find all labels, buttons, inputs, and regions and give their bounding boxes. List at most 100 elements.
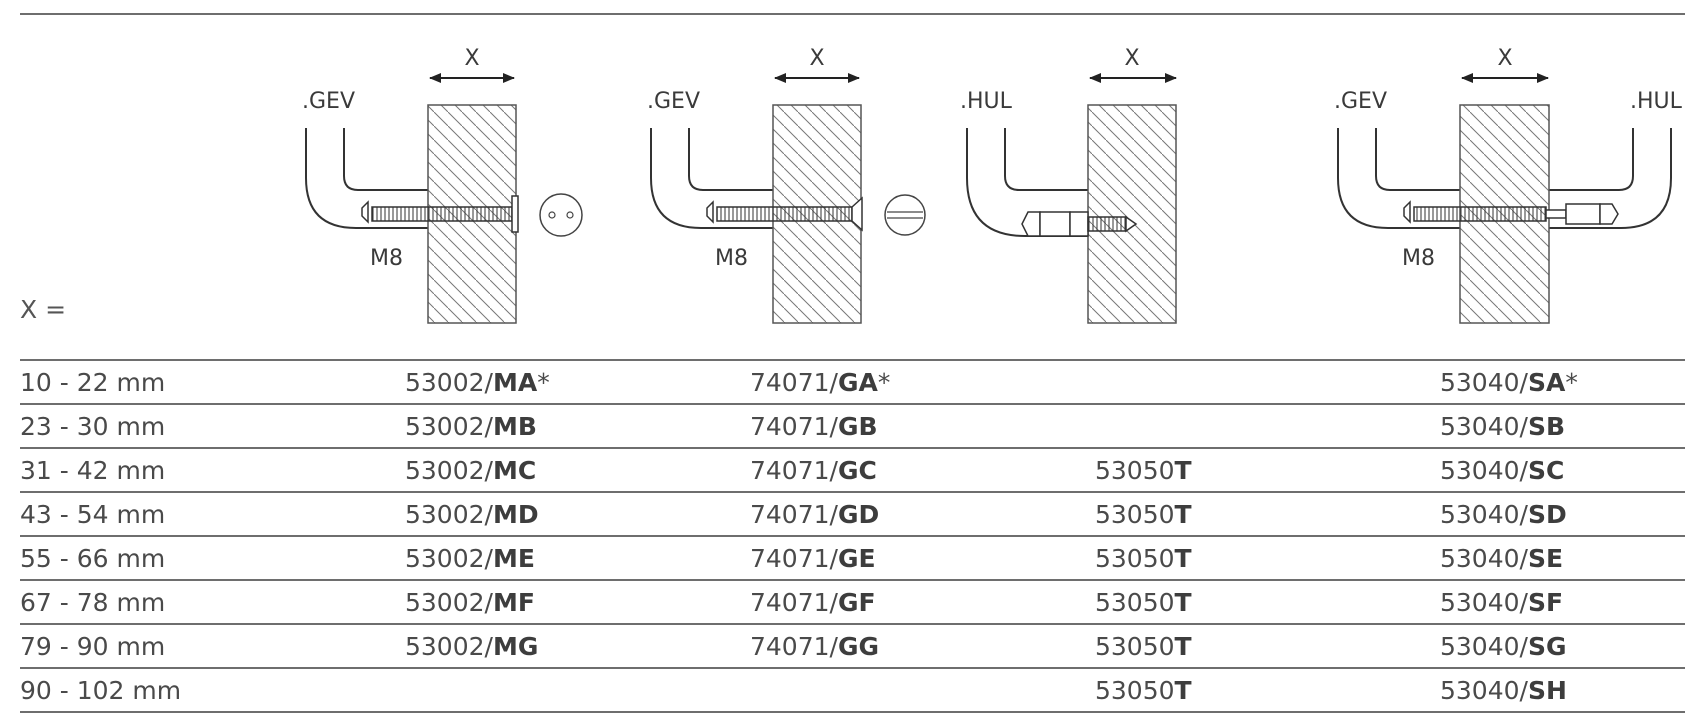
article-number: 53050 [1095, 675, 1175, 705]
article-number: 53002/ [405, 587, 493, 617]
article-number: 53040/ [1440, 499, 1528, 529]
article-code: GD [837, 499, 880, 529]
handle-outline-right [1549, 128, 1672, 229]
article-code: GB [837, 411, 878, 441]
article-number: 74071/ [750, 499, 838, 529]
article-number: 53002/ [405, 499, 493, 529]
article-code: MA [492, 367, 538, 397]
article-number: 53040/ [1440, 543, 1528, 573]
article-cell: 74071/GD [750, 491, 1095, 536]
article-code: ME [492, 543, 535, 573]
gev-label: .GEV [302, 89, 355, 114]
article-number: 53050 [1095, 587, 1175, 617]
article-cell: 53050T [1095, 623, 1440, 668]
hex-nut [1021, 211, 1041, 237]
article-code: SE [1527, 543, 1564, 573]
hul-label: .HUL [960, 89, 1013, 114]
wall-section [1087, 104, 1177, 324]
article-cell [1095, 403, 1440, 448]
article-cell: 53050T [1095, 447, 1440, 492]
article-number: 53040/ [1440, 411, 1528, 441]
diagram-gev-hul-through-bolt: X .GEV .HUL M8 [1334, 46, 1683, 324]
article-number: 53040/ [1440, 631, 1528, 661]
article-cell: 53002/ME [405, 535, 750, 580]
article-number: 74071/ [750, 455, 838, 485]
range-cell: 67 - 78 mm [20, 579, 405, 624]
article-code: T [1174, 631, 1192, 661]
article-code: SC [1527, 455, 1565, 485]
article-cell [1095, 359, 1440, 404]
article-code: SD [1527, 499, 1567, 529]
handle-outline [305, 128, 428, 229]
article-code: SB [1527, 411, 1566, 441]
article-number: 53002/ [405, 455, 493, 485]
article-cell: 53002/MF [405, 579, 750, 624]
thread-size-label: M8 [715, 246, 748, 271]
article-number: 53002/ [405, 543, 493, 573]
article-code: GE [837, 543, 876, 573]
article-code: T [1174, 455, 1192, 485]
article-cell: 53040/SH [1440, 667, 1685, 713]
article-number: 53040/ [1440, 455, 1528, 485]
article-code: MD [492, 499, 539, 529]
gev-label: .GEV [647, 89, 700, 114]
x-equals-label: X = [20, 295, 67, 324]
article-number: 53050 [1095, 631, 1175, 661]
mounting-diagrams: X .GEV M8 X .GEV M8 X .HUL [302, 46, 1683, 324]
article-cell: 74071/GG [750, 623, 1095, 668]
range-cell: 31 - 42 mm [20, 447, 405, 492]
bolt-thread [1413, 206, 1547, 222]
slotted-head-icon [884, 194, 926, 236]
article-cell: 53040/SG [1440, 623, 1685, 668]
article-cell: 53040/SB [1440, 403, 1685, 448]
article-cell: 53050T [1095, 491, 1440, 536]
diagram-gev-countersunk: X .GEV M8 [647, 46, 926, 324]
bolt-thread [371, 206, 513, 222]
article-cell: 53002/MA* [405, 359, 750, 404]
article-cell: 53002/MC [405, 447, 750, 492]
article-number: 74071/ [750, 543, 838, 573]
article-cell: 74071/GB [750, 403, 1095, 448]
footnote-mark: * [877, 367, 891, 397]
article-number: 53040/ [1440, 367, 1528, 397]
article-number: 74071/ [750, 411, 838, 441]
article-code: T [1174, 543, 1192, 573]
article-number: 53002/ [405, 411, 493, 441]
range-cell: 43 - 54 mm [20, 491, 405, 536]
article-cell: 74071/GA* [750, 359, 1095, 404]
article-number: 74071/ [750, 587, 838, 617]
round-head-icon [539, 193, 583, 237]
range-cell: 90 - 102 mm [20, 667, 405, 713]
handle-outline [966, 128, 1088, 237]
hul-label: .HUL [1630, 89, 1683, 114]
footnote-mark: * [537, 367, 550, 397]
article-code: GG [837, 631, 879, 661]
barrel-nut [1565, 203, 1601, 225]
countersunk-head [851, 196, 863, 232]
handle-outline-left [1337, 128, 1460, 229]
article-cell: 74071/GC [750, 447, 1095, 492]
top-rule [20, 13, 1685, 15]
article-code: GA [837, 367, 878, 397]
article-cell: 53050T [1095, 535, 1440, 580]
wood-screw [1087, 216, 1127, 232]
article-number: 53040/ [1440, 587, 1528, 617]
article-cell: 53050T [1095, 667, 1440, 713]
article-number: 74071/ [750, 631, 838, 661]
article-number: 53040/ [1440, 675, 1528, 705]
article-code: T [1174, 587, 1192, 617]
dimension-x-label: X [464, 46, 479, 71]
article-code: T [1174, 675, 1192, 705]
article-code: T [1174, 499, 1192, 529]
range-cell: 23 - 30 mm [20, 403, 405, 448]
gev-label: .GEV [1334, 89, 1387, 114]
article-code: GF [837, 587, 876, 617]
dimension-x-label: X [1497, 46, 1512, 71]
dimension-x-label: X [1124, 46, 1139, 71]
dimension-x-label: X [809, 46, 824, 71]
